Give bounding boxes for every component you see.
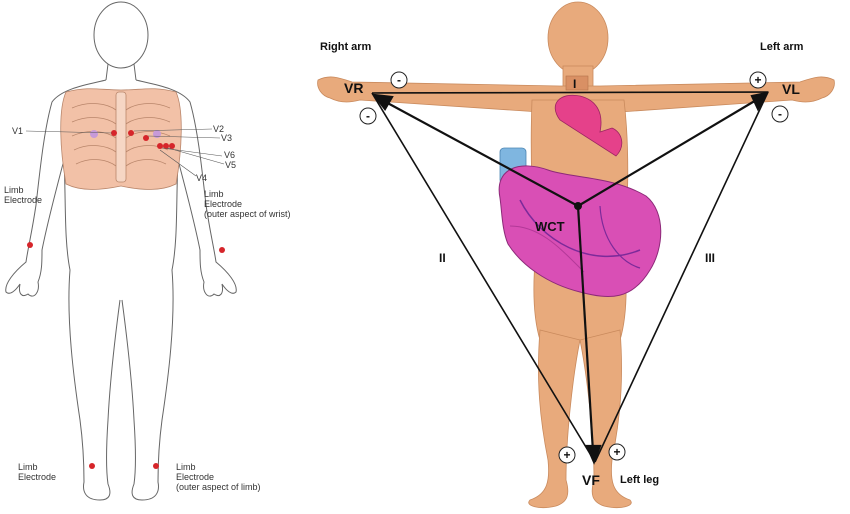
label-vr: VR — [344, 80, 363, 96]
lead-i-line — [371, 91, 769, 94]
electrode-v4 — [157, 143, 163, 149]
polarity-plus-la-top — [749, 71, 767, 89]
label-wct: WCT — [535, 219, 565, 234]
polarity-markers — [359, 71, 789, 464]
heart-illustration — [498, 94, 662, 297]
label-left-leg: Left leg — [620, 474, 659, 486]
label-v2: V2 — [213, 124, 224, 134]
label-lead-iii: III — [705, 251, 715, 265]
polarity-plus-ll-right-label: + — [613, 445, 620, 459]
polarity-minus-la-bottom-label: - — [778, 107, 782, 121]
label-lead-ii: II — [439, 251, 446, 265]
polarity-plus-ll-left-label: + — [563, 448, 570, 462]
label-v6: V6 — [224, 150, 235, 160]
label-left-arm: Left arm — [760, 41, 804, 53]
polarity-minus-ra-bottom — [359, 107, 377, 125]
label-v3: V3 — [221, 133, 232, 143]
wct-vectors — [371, 91, 770, 465]
electrode-right-wrist — [27, 242, 33, 248]
label-lead-i: I — [573, 77, 576, 91]
einthoven-triangle — [371, 91, 769, 463]
electrode-v1 — [111, 130, 117, 136]
polarity-plus-ll-left — [558, 446, 576, 464]
electrode-v5 — [163, 143, 169, 149]
label-vf: VF — [582, 472, 600, 488]
label-v1: V1 — [12, 126, 23, 136]
polarity-minus-ra-top — [390, 71, 408, 89]
label-right-arm: Right arm — [320, 41, 372, 53]
polarity-plus-la-top-label: + — [754, 73, 761, 87]
electrode-v6 — [169, 143, 175, 149]
outline-body — [5, 1, 237, 501]
electrode-v3 — [143, 135, 149, 141]
lead-iii-line — [594, 91, 769, 463]
neck-tag — [565, 75, 589, 91]
electrode-left-wrist — [219, 247, 225, 253]
wct-point — [574, 202, 582, 210]
lead-leader-lines — [25, 128, 225, 177]
label-v4: V4 — [196, 173, 207, 183]
electrode-right-ankle — [89, 463, 95, 469]
electrode-v2 — [128, 130, 134, 136]
label-v5: V5 — [225, 160, 236, 170]
lead-ii-line — [371, 92, 596, 463]
polarity-minus-la-bottom — [771, 105, 789, 123]
polarity-minus-ra-bottom-label: - — [366, 109, 370, 123]
polarity-plus-ll-right — [608, 443, 626, 461]
rib-cage — [60, 88, 182, 190]
limb-electrodes — [27, 242, 225, 469]
electrode-left-ankle — [153, 463, 159, 469]
label-vl: VL — [782, 81, 800, 97]
polarity-minus-ra-top-label: - — [397, 73, 401, 87]
